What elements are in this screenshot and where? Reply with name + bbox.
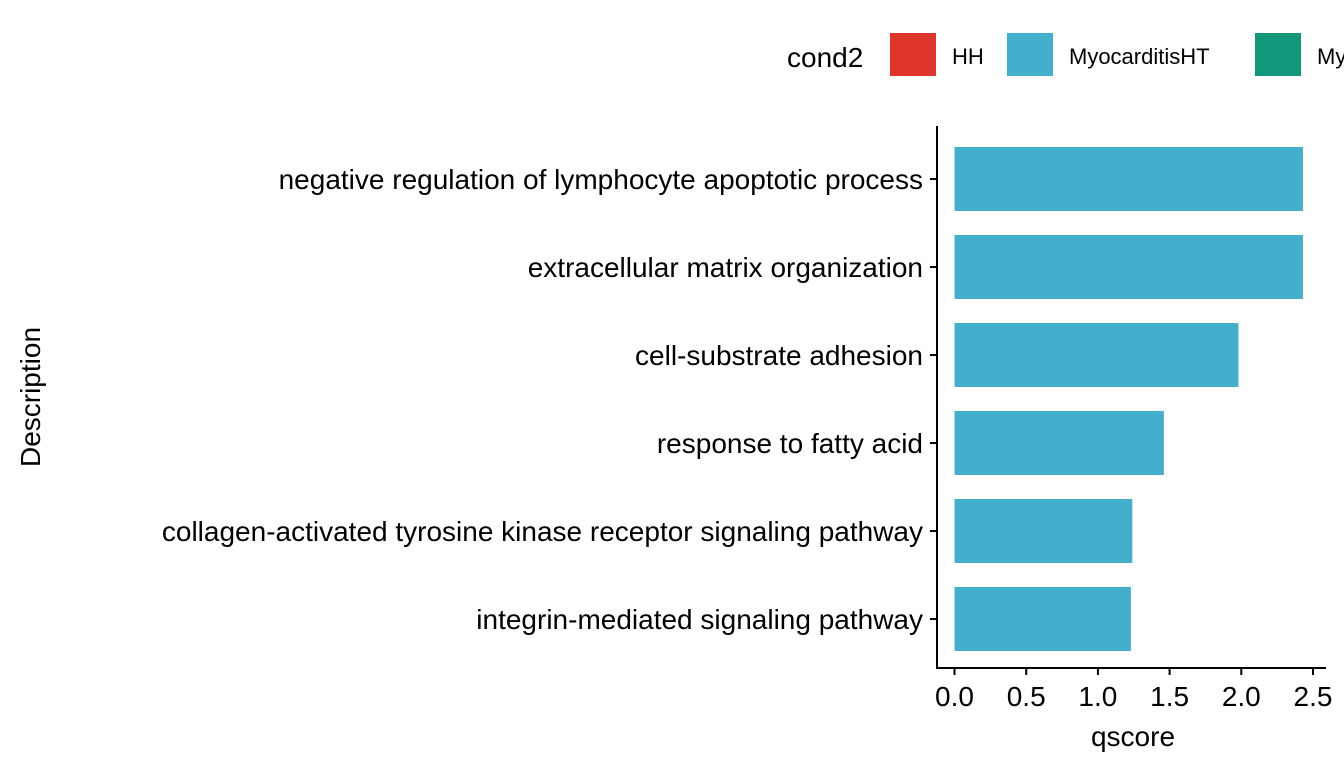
x-tick-label: 1.5 — [1150, 681, 1189, 712]
category-label: integrin-mediated signaling pathway — [476, 604, 923, 635]
category-label: extracellular matrix organization — [528, 252, 923, 283]
legend-label: MyocarditisHT — [1069, 44, 1210, 69]
x-tick-label: 1.0 — [1078, 681, 1117, 712]
category-label: cell-substrate adhesion — [635, 340, 923, 371]
x-tick-label: 2.0 — [1222, 681, 1261, 712]
legend-label: My — [1317, 44, 1344, 69]
x-tick-label: 0.5 — [1007, 681, 1046, 712]
legend: cond2 HH MyocarditisHT My — [787, 33, 1344, 76]
bar-5 — [954, 499, 1133, 563]
x-tick-label: 2.5 — [1294, 681, 1333, 712]
bar-2 — [954, 235, 1303, 299]
bars — [954, 147, 1303, 651]
x-axis: 0.0 0.5 1.0 1.5 2.0 2.5 — [935, 667, 1333, 712]
category-label: negative regulation of lymphocyte apopto… — [279, 164, 923, 195]
bar-1 — [954, 147, 1303, 211]
y-axis-title: Description — [15, 327, 46, 467]
legend-key — [890, 33, 936, 76]
legend-title: cond2 — [787, 42, 863, 73]
category-label: response to fatty acid — [657, 428, 923, 459]
bar-6 — [954, 587, 1131, 651]
y-axis: negative regulation of lymphocyte apopto… — [162, 126, 938, 669]
legend-key — [1007, 33, 1053, 76]
bar-3 — [954, 323, 1239, 387]
bar-4 — [954, 411, 1164, 475]
x-axis-title: qscore — [1091, 721, 1175, 752]
legend-key — [1255, 33, 1301, 76]
legend-label: HH — [952, 44, 984, 69]
category-label: collagen-activated tyrosine kinase recep… — [162, 516, 923, 547]
x-tick-label: 0.0 — [935, 681, 974, 712]
